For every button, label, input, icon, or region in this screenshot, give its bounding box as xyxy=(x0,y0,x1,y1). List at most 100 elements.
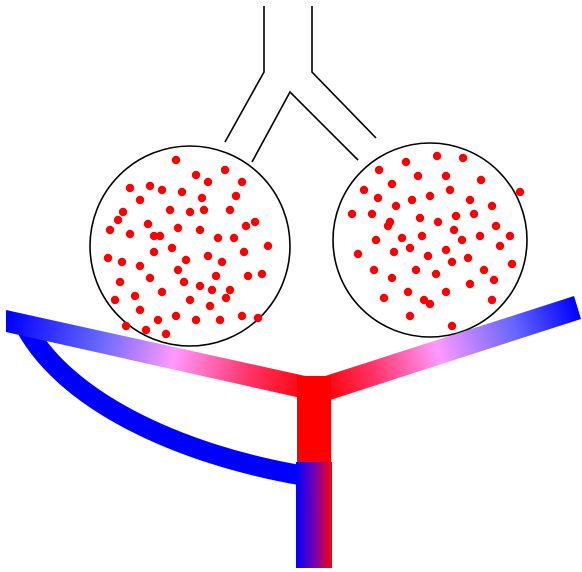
oxygen-particle xyxy=(480,266,488,274)
oxygen-particle xyxy=(450,226,458,234)
oxygen-particle xyxy=(200,206,208,214)
oxygen-particle xyxy=(142,326,150,334)
oxygen-particle xyxy=(192,171,200,179)
oxygen-particle xyxy=(470,210,478,218)
oxygen-particle xyxy=(216,316,224,324)
oxygen-particle xyxy=(488,202,496,210)
oxygen-particle xyxy=(206,302,214,310)
oxygen-particle xyxy=(150,248,158,256)
oxygen-particle xyxy=(186,208,194,216)
oxygen-particle xyxy=(106,226,114,234)
oxygen-particle xyxy=(196,226,204,234)
oxygen-particle xyxy=(146,274,154,282)
oxygen-particle xyxy=(204,252,212,260)
oxygen-particle xyxy=(136,262,144,270)
oxygen-particle xyxy=(458,236,466,244)
oxygen-particle xyxy=(496,242,504,250)
oxygen-particle xyxy=(116,278,124,286)
left-alveolus xyxy=(90,146,290,346)
oxygen-particle xyxy=(174,224,182,232)
oxygen-particle xyxy=(388,180,396,188)
oxygen-particle xyxy=(172,312,180,320)
oxygen-particle xyxy=(348,210,356,218)
oxygen-particle xyxy=(442,172,450,180)
oxygen-particle xyxy=(466,280,474,288)
oxygen-particle xyxy=(442,246,450,254)
oxygen-particle xyxy=(136,306,144,314)
oxygen-particle xyxy=(424,252,432,260)
oxygen-particle xyxy=(104,254,112,262)
oxygen-particle xyxy=(452,212,460,220)
oxygen-particle xyxy=(434,218,442,226)
oxygen-particle xyxy=(426,192,434,200)
oxygen-particle xyxy=(158,186,166,194)
oxygen-particle xyxy=(111,296,119,304)
oxygen-particle xyxy=(446,186,454,194)
oxygen-particle xyxy=(186,296,194,304)
oxygen-particle xyxy=(433,152,441,160)
oxygen-particle xyxy=(204,178,212,186)
oxygen-particle xyxy=(150,232,158,240)
oxygen-particle xyxy=(412,266,420,274)
oxygen-particle xyxy=(182,256,190,264)
oxygen-particle xyxy=(174,266,182,274)
oxygen-particle xyxy=(146,182,154,190)
oxygen-particle xyxy=(221,166,229,174)
oxygen-particle xyxy=(464,254,472,262)
oxygen-particle xyxy=(390,248,398,256)
oxygen-particle xyxy=(144,220,152,228)
oxygen-particle xyxy=(254,314,262,322)
oxygen-particle xyxy=(192,316,200,324)
oxygen-particle xyxy=(426,300,434,308)
oxygen-particle xyxy=(375,166,383,174)
oxygen-particle xyxy=(516,188,524,196)
oxygen-particle xyxy=(232,192,240,200)
oxygen-particle xyxy=(408,196,416,204)
oxygenated-trunk xyxy=(297,376,331,464)
oxygen-particle xyxy=(244,272,252,280)
oxygen-particle xyxy=(476,232,484,240)
oxygen-particle xyxy=(448,322,456,330)
oxygen-particle xyxy=(126,230,134,238)
oxygen-particle xyxy=(196,282,204,290)
oxygen-particle xyxy=(222,294,230,302)
oxygen-particle xyxy=(402,158,410,166)
oxygen-particle xyxy=(432,270,440,278)
oxygen-particle xyxy=(374,194,382,202)
oxygen-particle xyxy=(406,312,414,320)
right-alveolus xyxy=(333,143,527,337)
oxygen-particle xyxy=(414,172,422,180)
oxygen-particle xyxy=(240,248,248,256)
oxygen-particle xyxy=(166,206,174,214)
oxygen-particle xyxy=(258,270,266,278)
oxygen-particle xyxy=(492,222,500,230)
oxygen-particle xyxy=(490,276,498,284)
oxygen-particle xyxy=(384,222,392,230)
oxygen-particle xyxy=(398,234,406,242)
oxygen-particle xyxy=(380,294,388,302)
oxygen-particle xyxy=(416,214,424,222)
oxygen-particle xyxy=(218,258,226,266)
oxygen-particle xyxy=(126,184,134,192)
oxygen-particle xyxy=(506,232,514,240)
oxygen-particle xyxy=(154,316,162,324)
oxygen-particle xyxy=(178,188,186,196)
oxygen-particle xyxy=(168,244,176,252)
oxygen-particle xyxy=(238,312,246,320)
oxygen-particle xyxy=(212,272,220,280)
oxygen-particle xyxy=(172,156,180,164)
oxygen-particle xyxy=(136,196,144,204)
oxygen-particle xyxy=(442,288,450,296)
oxygen-particle xyxy=(404,288,412,296)
oxygen-particle xyxy=(264,242,272,250)
mixed-outflow-trunk xyxy=(296,462,332,568)
oxygen-particle xyxy=(372,236,380,244)
oxygen-particle xyxy=(388,274,396,282)
oxygen-particle xyxy=(118,258,126,266)
oxygen-particle xyxy=(466,196,474,204)
oxygen-particle xyxy=(360,186,368,194)
bronchial-tree xyxy=(225,6,376,162)
oxygen-particle xyxy=(208,286,216,294)
oxygen-particle xyxy=(180,278,188,286)
